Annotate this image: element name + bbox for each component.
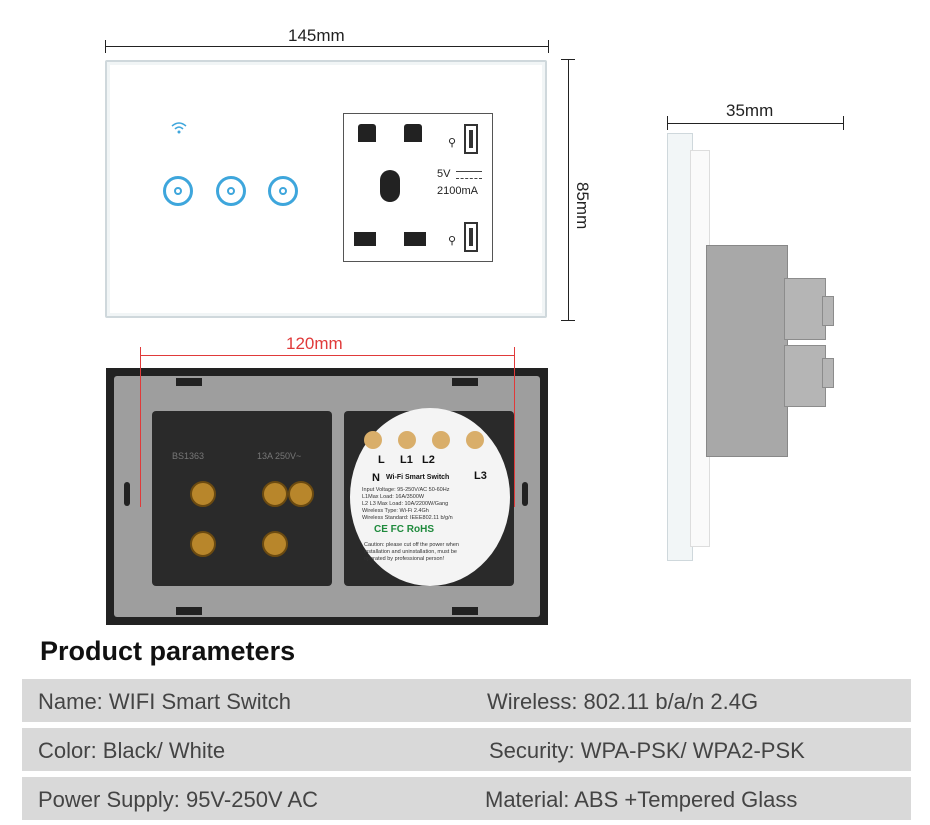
param-row-3: Power Supply: 95V-250V AC Material: ABS …: [22, 777, 911, 820]
touch-button-2[interactable]: [216, 176, 246, 206]
module-caution-1: Caution: please cut off the power when: [364, 542, 459, 548]
inner-width-tick-right: [514, 347, 515, 507]
module-spec-3: L2 L3 Max Load: 10A/2200W/Gang: [362, 501, 449, 507]
depth-dimension-line: [667, 123, 844, 124]
param-row-1: Name: WIFI Smart Switch Wireless: 802.11…: [22, 679, 911, 722]
height-dimension-tick-bottom: [561, 320, 575, 321]
socket-back-box: BS1363 13A 250V~: [152, 411, 332, 586]
socket-back-mark-right: 13A 250V~: [257, 451, 302, 461]
dc-symbol: [456, 171, 482, 179]
usb-port-top: [464, 124, 478, 154]
usb-icon-top: ⚲: [448, 137, 457, 149]
touch-button-1[interactable]: [163, 176, 193, 206]
clip-top-right: [452, 378, 478, 386]
module-label-l: L: [378, 454, 385, 466]
module-spec-4: Wireless Type: Wi-Fi 2.4Gh: [362, 508, 429, 514]
back-plate: BS1363 13A 250V~ L L1 L2 N Wi-Fi Smart S…: [114, 376, 540, 617]
terminal-screw-2: [262, 481, 288, 507]
socket-pin-top-left: [358, 124, 376, 142]
socket-pin-bottom-left: [354, 232, 376, 246]
terminal-screw-1: [190, 481, 216, 507]
width-dimension-line: [105, 46, 549, 47]
module-spec-5: Wireless Standard: IEEE802.11 b/g/n: [362, 515, 453, 521]
height-dimension-line: [568, 59, 569, 321]
inner-width-tick-left: [140, 347, 141, 507]
socket-pin-top-right: [404, 124, 422, 142]
param-color: Color: Black/ White: [38, 738, 226, 763]
side-view-back-box: [706, 245, 788, 457]
socket-voltage-label: 5V: [437, 168, 451, 180]
socket-current-label: 2100mA: [437, 185, 478, 197]
usb-port-bottom: [464, 222, 478, 252]
depth-dimension-tick-left: [667, 116, 668, 130]
clip-top-left: [176, 378, 202, 386]
module-label-l1: L1: [400, 454, 413, 466]
module-caution-3: operated by professional person!: [364, 556, 445, 562]
param-power-supply: Power Supply: 95V-250V AC: [38, 787, 319, 812]
side-view-prong-top: [784, 278, 826, 340]
inner-width-dimension-label: 120mm: [286, 334, 343, 353]
side-view-prong-bottom: [784, 345, 826, 407]
module-certifications: CE FC RoHS: [374, 524, 434, 535]
width-dimension-label: 145mm: [288, 26, 345, 45]
height-dimension-tick-top: [561, 59, 575, 60]
side-view-prong-bottom-tip: [822, 358, 834, 388]
module-label-n: N: [372, 472, 380, 484]
side-view-prong-top-tip: [822, 296, 834, 326]
module-contact-3: [432, 431, 450, 449]
terminal-screw-3: [288, 481, 314, 507]
module-contact-1: [364, 431, 382, 449]
socket-pin-bottom-right: [404, 232, 426, 246]
universal-socket: ⚲ ⚲ 5V 2100mA: [343, 113, 493, 262]
clip-bottom-left: [176, 607, 202, 615]
wifi-icon: [171, 122, 187, 134]
depth-dimension-label: 35mm: [726, 101, 774, 120]
param-name: Name: WIFI Smart Switch: [38, 689, 292, 714]
terminal-screw-5: [262, 531, 288, 557]
clip-bottom-right: [452, 607, 478, 615]
module-spec-2: L1Max Load: 16A/3500W: [362, 494, 425, 500]
back-housing: BS1363 13A 250V~ L L1 L2 N Wi-Fi Smart S…: [106, 368, 548, 625]
width-dimension-tick-right: [548, 40, 549, 53]
terminal-screw-4: [190, 531, 216, 557]
module-label-l2: L2: [422, 454, 435, 466]
socket-back-mark-left: BS1363: [172, 451, 205, 461]
param-wireless: Wireless: 802.11 b/a/n 2.4G: [487, 689, 759, 714]
module-title: Wi-Fi Smart Switch: [386, 474, 450, 481]
param-security: Security: WPA-PSK/ WPA2-PSK: [489, 738, 805, 763]
screw-hole-right: [522, 482, 528, 506]
module-label-l3: L3: [474, 470, 487, 482]
socket-pin-center: [380, 170, 400, 202]
module-contact-4: [466, 431, 484, 449]
height-dimension-label: 85mm: [573, 182, 592, 230]
usb-icon-bottom: ⚲: [448, 235, 457, 247]
section-title: Product parameters: [40, 636, 296, 666]
inner-width-dimension-line: [140, 355, 514, 356]
module-terminal-row: [364, 431, 494, 451]
module-spec-1: Input Voltage: 95-250V/AC 50-60Hz: [362, 487, 450, 493]
param-material: Material: ABS +Tempered Glass: [485, 787, 798, 812]
module-caution-2: installation and uninstallation, must be: [364, 549, 457, 555]
width-dimension-tick-left: [105, 40, 106, 53]
module-contact-2: [398, 431, 416, 449]
depth-dimension-tick-right: [843, 116, 844, 130]
screw-hole-left: [124, 482, 130, 506]
touch-button-3[interactable]: [268, 176, 298, 206]
param-row-2: Color: Black/ White Security: WPA-PSK/ W…: [22, 728, 911, 771]
